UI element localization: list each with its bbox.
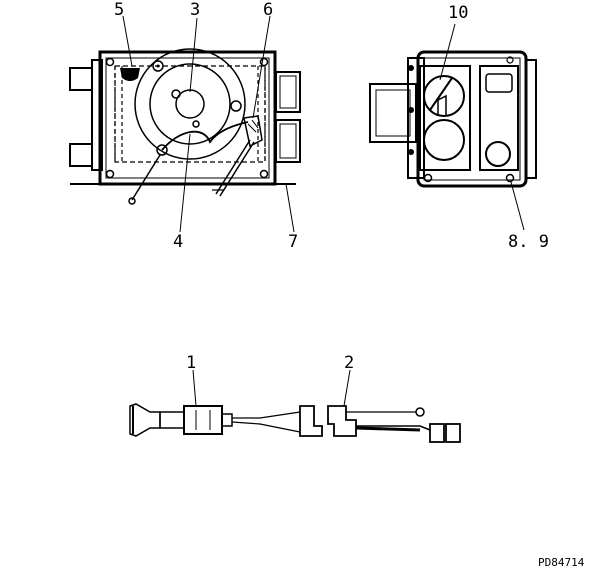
callout-7: 7 bbox=[288, 232, 298, 252]
callout-5: 5 bbox=[114, 0, 124, 20]
callout-8-9: 8. 9 bbox=[508, 232, 549, 252]
callout-3: 3 bbox=[190, 0, 200, 20]
callout-6: 6 bbox=[263, 0, 273, 20]
callout-2: 2 bbox=[344, 353, 354, 373]
unit-front-view bbox=[369, 23, 537, 231]
unit-side-view bbox=[69, 15, 301, 233]
part-2-harness bbox=[327, 369, 461, 443]
callout-4: 4 bbox=[173, 232, 183, 252]
part-1-switch bbox=[129, 369, 323, 437]
figure-code: PD84714 bbox=[538, 556, 585, 569]
callout-10: 10 bbox=[448, 3, 468, 23]
callout-1: 1 bbox=[186, 353, 196, 373]
